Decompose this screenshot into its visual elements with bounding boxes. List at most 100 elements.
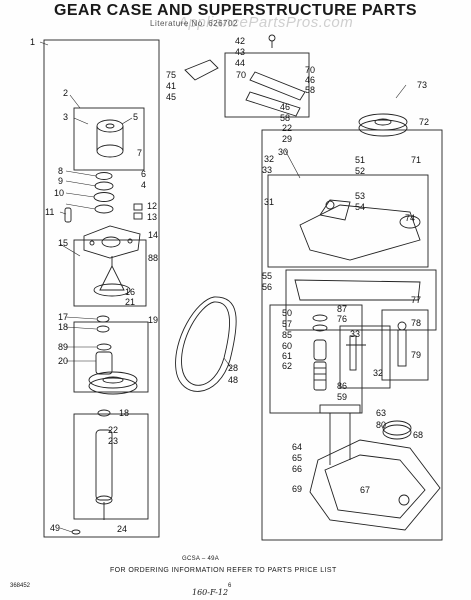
callout-56: 56: [262, 282, 272, 292]
callout-21: 21: [125, 297, 135, 307]
callout-10: 10: [54, 188, 64, 198]
drive-belt: [175, 296, 237, 392]
callout-53: 53: [355, 191, 365, 201]
callout-64: 64: [292, 442, 302, 452]
callout-42: 42: [235, 36, 245, 46]
callout-11: 11: [45, 207, 54, 217]
callout-59: 59: [337, 392, 347, 402]
callout-18-top: 18: [58, 322, 68, 332]
callout-23: 23: [108, 436, 118, 446]
pinion-box: [269, 304, 363, 414]
callout-8: 8: [58, 166, 63, 176]
diagram-subtitle: Literature No. 626702: [150, 19, 238, 28]
callout-61: 61: [282, 351, 292, 361]
callout-43: 43: [235, 47, 245, 57]
callout-33-right: 33: [350, 329, 360, 339]
callout-7: 7: [137, 148, 142, 158]
callout-51: 51: [355, 155, 365, 165]
callout-65: 65: [292, 453, 302, 463]
callout-18-bottom: 18: [119, 408, 129, 418]
callout-66: 66: [292, 464, 302, 474]
callout-74: 74: [405, 213, 415, 223]
cover-bracket-box: [224, 52, 310, 118]
drive-shaft-box: [73, 239, 147, 307]
callout-41: 41: [166, 81, 176, 91]
callout-19: 19: [148, 315, 158, 325]
callout-17: 17: [58, 312, 68, 322]
callout-20: 20: [58, 356, 68, 366]
callout-89: 89: [58, 342, 68, 352]
callout-15: 15: [58, 238, 68, 248]
callout-46-bot: 46: [280, 102, 290, 112]
callout-3: 3: [63, 112, 68, 122]
callout-1: 1: [30, 37, 35, 47]
callout-49: 49: [50, 523, 60, 533]
callout-71: 71: [411, 155, 421, 165]
callout-87: 87: [337, 304, 347, 314]
callout-76: 76: [337, 314, 347, 324]
callout-70-top: 70: [305, 65, 315, 75]
callout-5: 5: [133, 112, 138, 122]
callout-54: 54: [355, 202, 365, 212]
callout-67: 67: [360, 485, 370, 495]
callout-45: 45: [166, 92, 176, 102]
callout-75: 75: [166, 70, 176, 80]
callout-16: 16: [125, 287, 135, 297]
callout-58-top: 58: [305, 85, 315, 95]
callout-31: 31: [264, 197, 274, 207]
callout-28: 28: [228, 363, 238, 373]
gear-case-seal-box: [285, 269, 437, 331]
callout-85: 85: [282, 330, 292, 340]
callout-22-right: 22: [282, 123, 292, 133]
pulley-assembly-box: [73, 321, 149, 393]
callout-88: 88: [148, 253, 158, 263]
callout-6: 6: [141, 169, 146, 179]
right-column-frame: [261, 129, 443, 541]
handwritten-note: 160-F-12: [192, 588, 229, 597]
callout-73: 73: [417, 80, 427, 90]
callout-79: 79: [411, 350, 421, 360]
shift-box: [381, 309, 429, 381]
callout-32: 32: [264, 154, 274, 164]
callout-77: 77: [411, 295, 421, 305]
callout-2: 2: [63, 88, 68, 98]
callout-50: 50: [282, 308, 292, 318]
ordering-info-footer: FOR ORDERING INFORMATION REFER TO PARTS …: [110, 567, 337, 574]
callout-52: 52: [355, 166, 365, 176]
left-column-frame: [43, 39, 160, 538]
shaft-box: [73, 413, 149, 520]
callout-12: 12: [147, 201, 157, 211]
callout-60: 60: [282, 341, 292, 351]
clutch-assembly-box: [73, 107, 145, 171]
diagram-title: GEAR CASE AND SUPERSTRUCTURE PARTS: [54, 2, 417, 19]
callout-69: 69: [292, 484, 302, 494]
callout-55: 55: [262, 271, 272, 281]
watermark: AppliancePartsPros.com: [178, 14, 354, 31]
callout-63: 63: [376, 408, 386, 418]
callout-30: 30: [278, 147, 288, 157]
cam-box: [339, 325, 391, 389]
callout-13: 13: [147, 212, 157, 222]
callout-86: 86: [337, 381, 347, 391]
callout-14: 14: [148, 230, 158, 240]
callout-57: 57: [282, 319, 292, 329]
callout-22: 22: [108, 425, 118, 435]
callout-33: 33: [262, 165, 272, 175]
callout-46-top: 46: [305, 75, 315, 85]
page-number: 6: [228, 583, 232, 589]
callout-70-mid: 70: [236, 70, 246, 80]
callout-24: 24: [117, 524, 127, 534]
callout-32-right: 32: [373, 368, 383, 378]
callout-72: 72: [419, 117, 429, 127]
part-number: 368452: [10, 583, 31, 589]
callout-62: 62: [282, 361, 292, 371]
callout-80: 80: [376, 420, 386, 430]
gear-case-top-box: [267, 174, 429, 268]
diagram-code: GCSA – 49A: [182, 556, 220, 562]
callout-58-bot: 58: [280, 113, 290, 123]
callout-29: 29: [282, 134, 292, 144]
callout-9: 9: [58, 176, 63, 186]
callout-78: 78: [411, 318, 421, 328]
